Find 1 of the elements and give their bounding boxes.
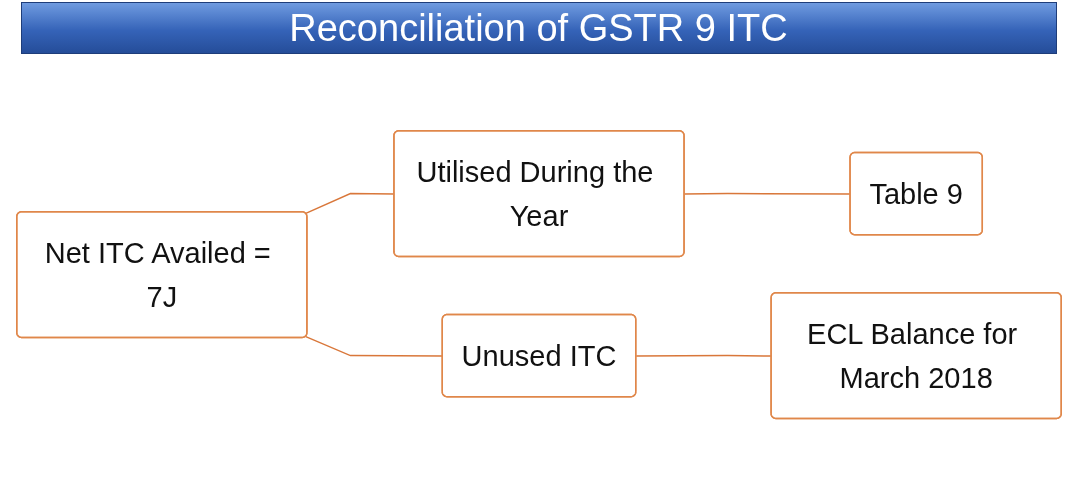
title-banner: Reconciliation of GSTR 9 ITC: [20, 2, 1057, 54]
